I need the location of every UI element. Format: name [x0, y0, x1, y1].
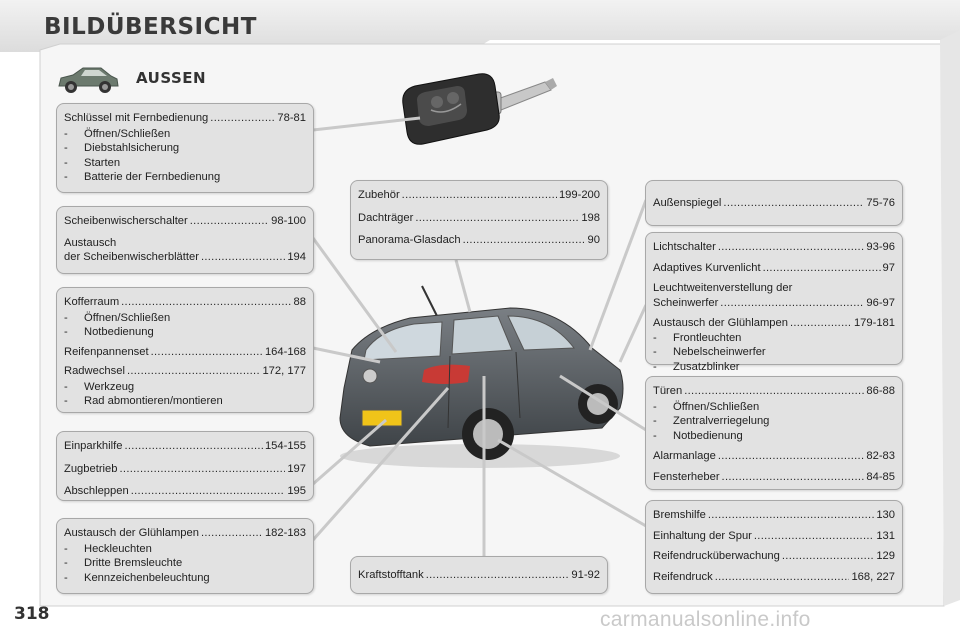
entry-doors[interactable]: Türen86-88: [653, 384, 895, 399]
entry-alarm[interactable]: Alarmanlage82-83: [653, 449, 895, 464]
entry-headlamp-leveling[interactable]: Scheinwerfer96-97: [653, 296, 895, 311]
sub-item: -Starten: [64, 156, 121, 169]
sub-item: -Kennzeichenbeleuchtung: [64, 571, 210, 584]
page-title: BILDÜBERSICHT: [44, 14, 257, 40]
entry-wheel-change[interactable]: Radwechsel172, 177: [64, 364, 306, 379]
sub-item: -Dritte Bremsleuchte: [64, 557, 183, 569]
sub-item: -Notbedienung: [64, 326, 154, 338]
sub-item: -Heckleuchten: [64, 542, 152, 555]
entry-tyre-pressure-monitoring[interactable]: Reifendrucküberwachung129: [653, 549, 895, 564]
box-trunk: Kofferraum88 -Öffnen/Schließen -Notbedie…: [56, 287, 314, 413]
box-brakes: Bremshilfe130 Einhaltung der Spur131 Rei…: [645, 500, 903, 594]
entry-roof-bars[interactable]: Dachträger198: [358, 211, 600, 226]
entry-front-bulbs[interactable]: Austausch der Glühlampen179-181: [653, 316, 895, 331]
entry-fuel-tank[interactable]: Kraftstofftank91-92: [358, 568, 600, 583]
entry-wiper-blades[interactable]: der Scheibenwischerblätter194: [64, 250, 306, 265]
entry-windows[interactable]: Fensterheber84-85: [653, 470, 895, 485]
box-mirror: Außenspiegel75-76: [645, 180, 903, 226]
sub-item: -Notbedienung: [653, 429, 743, 442]
sub-item: -Frontleuchten: [653, 331, 742, 344]
sub-item: -Öffnen/Schließen: [64, 311, 171, 324]
entry-cornering-light[interactable]: Adaptives Kurvenlicht97: [653, 261, 895, 276]
sub-item: -Diebstahlsicherung: [64, 142, 180, 154]
sub-item: -Batterie der Fernbedienung: [64, 171, 221, 183]
box-fuel: Kraftstofftank91-92: [350, 556, 608, 594]
entry-parking-aid[interactable]: Einparkhilfe154-155: [64, 439, 306, 454]
section-title: AUSSEN: [136, 69, 207, 87]
entry-wiper-switch[interactable]: Scheibenwischerschalter98-100: [64, 214, 306, 229]
sub-item: -Zentralverriegelung: [653, 415, 770, 427]
key-fob-illustration: [402, 73, 557, 145]
entry-accessories[interactable]: Zubehör199-200: [358, 188, 600, 203]
sub-item: -Öffnen/Schließen: [64, 127, 171, 140]
car-icon: [58, 67, 119, 93]
entry-brake-assist[interactable]: Bremshilfe130: [653, 508, 895, 523]
page-number: 318: [14, 604, 50, 624]
sub-item: -Nebelscheinwerfer: [653, 346, 766, 358]
entry-remote-key[interactable]: Schlüssel mit Fernbedienung78-81: [64, 111, 306, 126]
car-illustration: [339, 285, 624, 468]
sub-item: -Zusatzblinker: [653, 360, 740, 373]
sub-item: -Werkzeug: [64, 380, 135, 393]
box-doors: Türen86-88 -Öffnen/Schließen -Zentralver…: [645, 376, 903, 490]
box-roof: Zubehör199-200 Dachträger198 Panorama-Gl…: [350, 180, 608, 260]
entry-panorama-roof[interactable]: Panorama-Glasdach90: [358, 233, 600, 248]
entry-text: Austausch: [64, 236, 117, 249]
box-key-remote: Schlüssel mit Fernbedienung78-81 -Öffnen…: [56, 103, 314, 193]
entry-light-switch[interactable]: Lichtschalter93-96: [653, 240, 895, 255]
box-parking: Einparkhilfe154-155 Zugbetrieb197 Abschl…: [56, 431, 314, 501]
entry-rear-bulbs[interactable]: Austausch der Glühlampen182-183: [64, 526, 306, 541]
entry-repair-kit[interactable]: Reifenpannenset164-168: [64, 345, 306, 360]
entry-lane-keeping[interactable]: Einhaltung der Spur131: [653, 529, 895, 544]
box-rear-bulbs: Austausch der Glühlampen182-183 -Heckleu…: [56, 518, 314, 594]
box-lights: Lichtschalter93-96 Adaptives Kurvenlicht…: [645, 232, 903, 373]
entry-tyre-pressure[interactable]: Reifendruck168, 227: [653, 570, 895, 585]
entry-mirrors[interactable]: Außenspiegel75-76: [653, 196, 895, 211]
box-wiper: Scheibenwischerschalter98-100 Austausch …: [56, 206, 314, 274]
entry-text: Leuchtweitenverstellung der: [653, 282, 793, 294]
sub-item: -Rad abmontieren/montieren: [64, 395, 223, 407]
entry-towing[interactable]: Zugbetrieb197: [64, 462, 306, 477]
entry-trunk[interactable]: Kofferraum88: [64, 295, 306, 310]
sub-item: -Öffnen/Schließen: [653, 400, 760, 413]
watermark: carmanualsonline.info: [600, 608, 811, 631]
entry-towing-away[interactable]: Abschleppen195: [64, 484, 306, 499]
